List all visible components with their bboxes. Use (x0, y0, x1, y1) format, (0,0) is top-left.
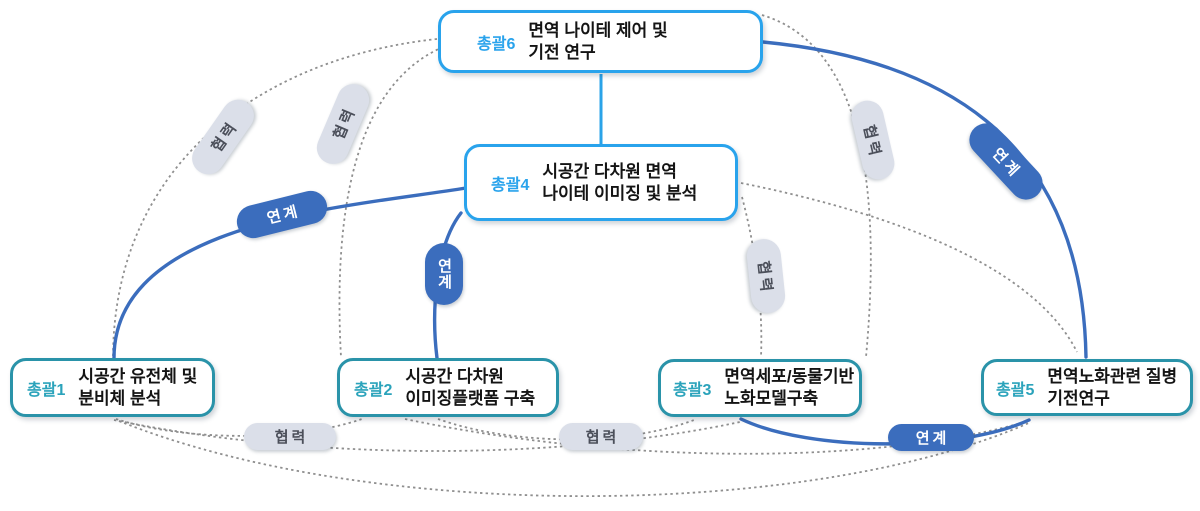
node-title-line2: 나이테 이미징 및 분석 (542, 183, 698, 203)
node-title-line1: 시공간 유전체 및 (78, 366, 198, 386)
edge-hyeopryeok-6-1 (112, 38, 438, 358)
edge-hyeopryeok-2-3 (437, 418, 695, 441)
node-tag: 총괄6 (477, 35, 516, 53)
node-title: 시공간 유전체 및 분비체 분석 (78, 366, 197, 410)
node-title: 시공간 다차원 면역 나이테 이미징 및 분석 (542, 161, 697, 205)
node-title-line1: 면역 나이테 제어 및 (528, 20, 668, 40)
node-title: 면역세포/동물기반 노화모델구축 (724, 366, 854, 410)
node-tag: 총괄5 (996, 381, 1035, 399)
node-title: 시공간 다차원 이미징플랫폼 구축 (405, 366, 535, 410)
node-chonggwal1: 총괄1 시공간 유전체 및 분비체 분석 (10, 358, 215, 417)
edge-yeongye-6-5 (761, 40, 1088, 359)
node-tag: 총괄2 (354, 381, 393, 399)
node-title-line1: 면역노화관련 질병 (1047, 366, 1178, 386)
node-chonggwal2: 총괄2 시공간 다차원 이미징플랫폼 구축 (337, 358, 559, 417)
node-title-line2: 기전 연구 (528, 42, 596, 62)
edge-label-cooperation-2-3: 협력 (559, 423, 643, 450)
node-chonggwal4: 총괄4 시공간 다차원 면역 나이테 이미징 및 분석 (464, 144, 738, 221)
node-title-line1: 시공간 다차원 면역 (542, 161, 677, 181)
node-title-line1: 시공간 다차원 (405, 366, 504, 386)
node-title-line2: 분비체 분석 (78, 388, 162, 408)
node-chonggwal6: 총괄6 면역 나이테 제어 및 기전 연구 (438, 10, 763, 73)
node-title: 면역노화관련 질병 기전연구 (1047, 366, 1177, 410)
node-title-line2: 이미징플랫폼 구축 (405, 388, 536, 408)
node-title: 면역 나이테 제어 및 기전 연구 (528, 20, 667, 64)
node-title-line2: 노화모델구축 (724, 389, 819, 408)
node-title-line1: 면역세포/동물기반 (724, 367, 855, 387)
edge-hyeopryeok-4-3 (741, 196, 763, 358)
edge-hyeopryeok-4-5 (740, 182, 1078, 353)
node-title-line2: 기전연구 (1047, 388, 1110, 408)
node-chonggwal5: 총괄5 면역노화관련 질병 기전연구 (981, 359, 1193, 416)
edge-label-cooperation-1-2: 협력 (244, 423, 336, 450)
edge-label-linkage-3-5: 연계 (888, 424, 974, 451)
edge-hyeopryeok-6-3 (761, 14, 872, 358)
node-chonggwal3: 총괄3 면역세포/동물기반 노화모델구축 (658, 359, 862, 417)
edge-yeongye-3-5 (739, 417, 1031, 446)
edge-label-linkage-4-2: 연계 (425, 243, 463, 305)
node-tag: 총괄1 (27, 381, 66, 399)
node-tag: 총괄3 (673, 382, 712, 399)
node-tag: 총괄4 (491, 176, 530, 194)
edge-hyeopryeok-1-3 (113, 419, 741, 452)
